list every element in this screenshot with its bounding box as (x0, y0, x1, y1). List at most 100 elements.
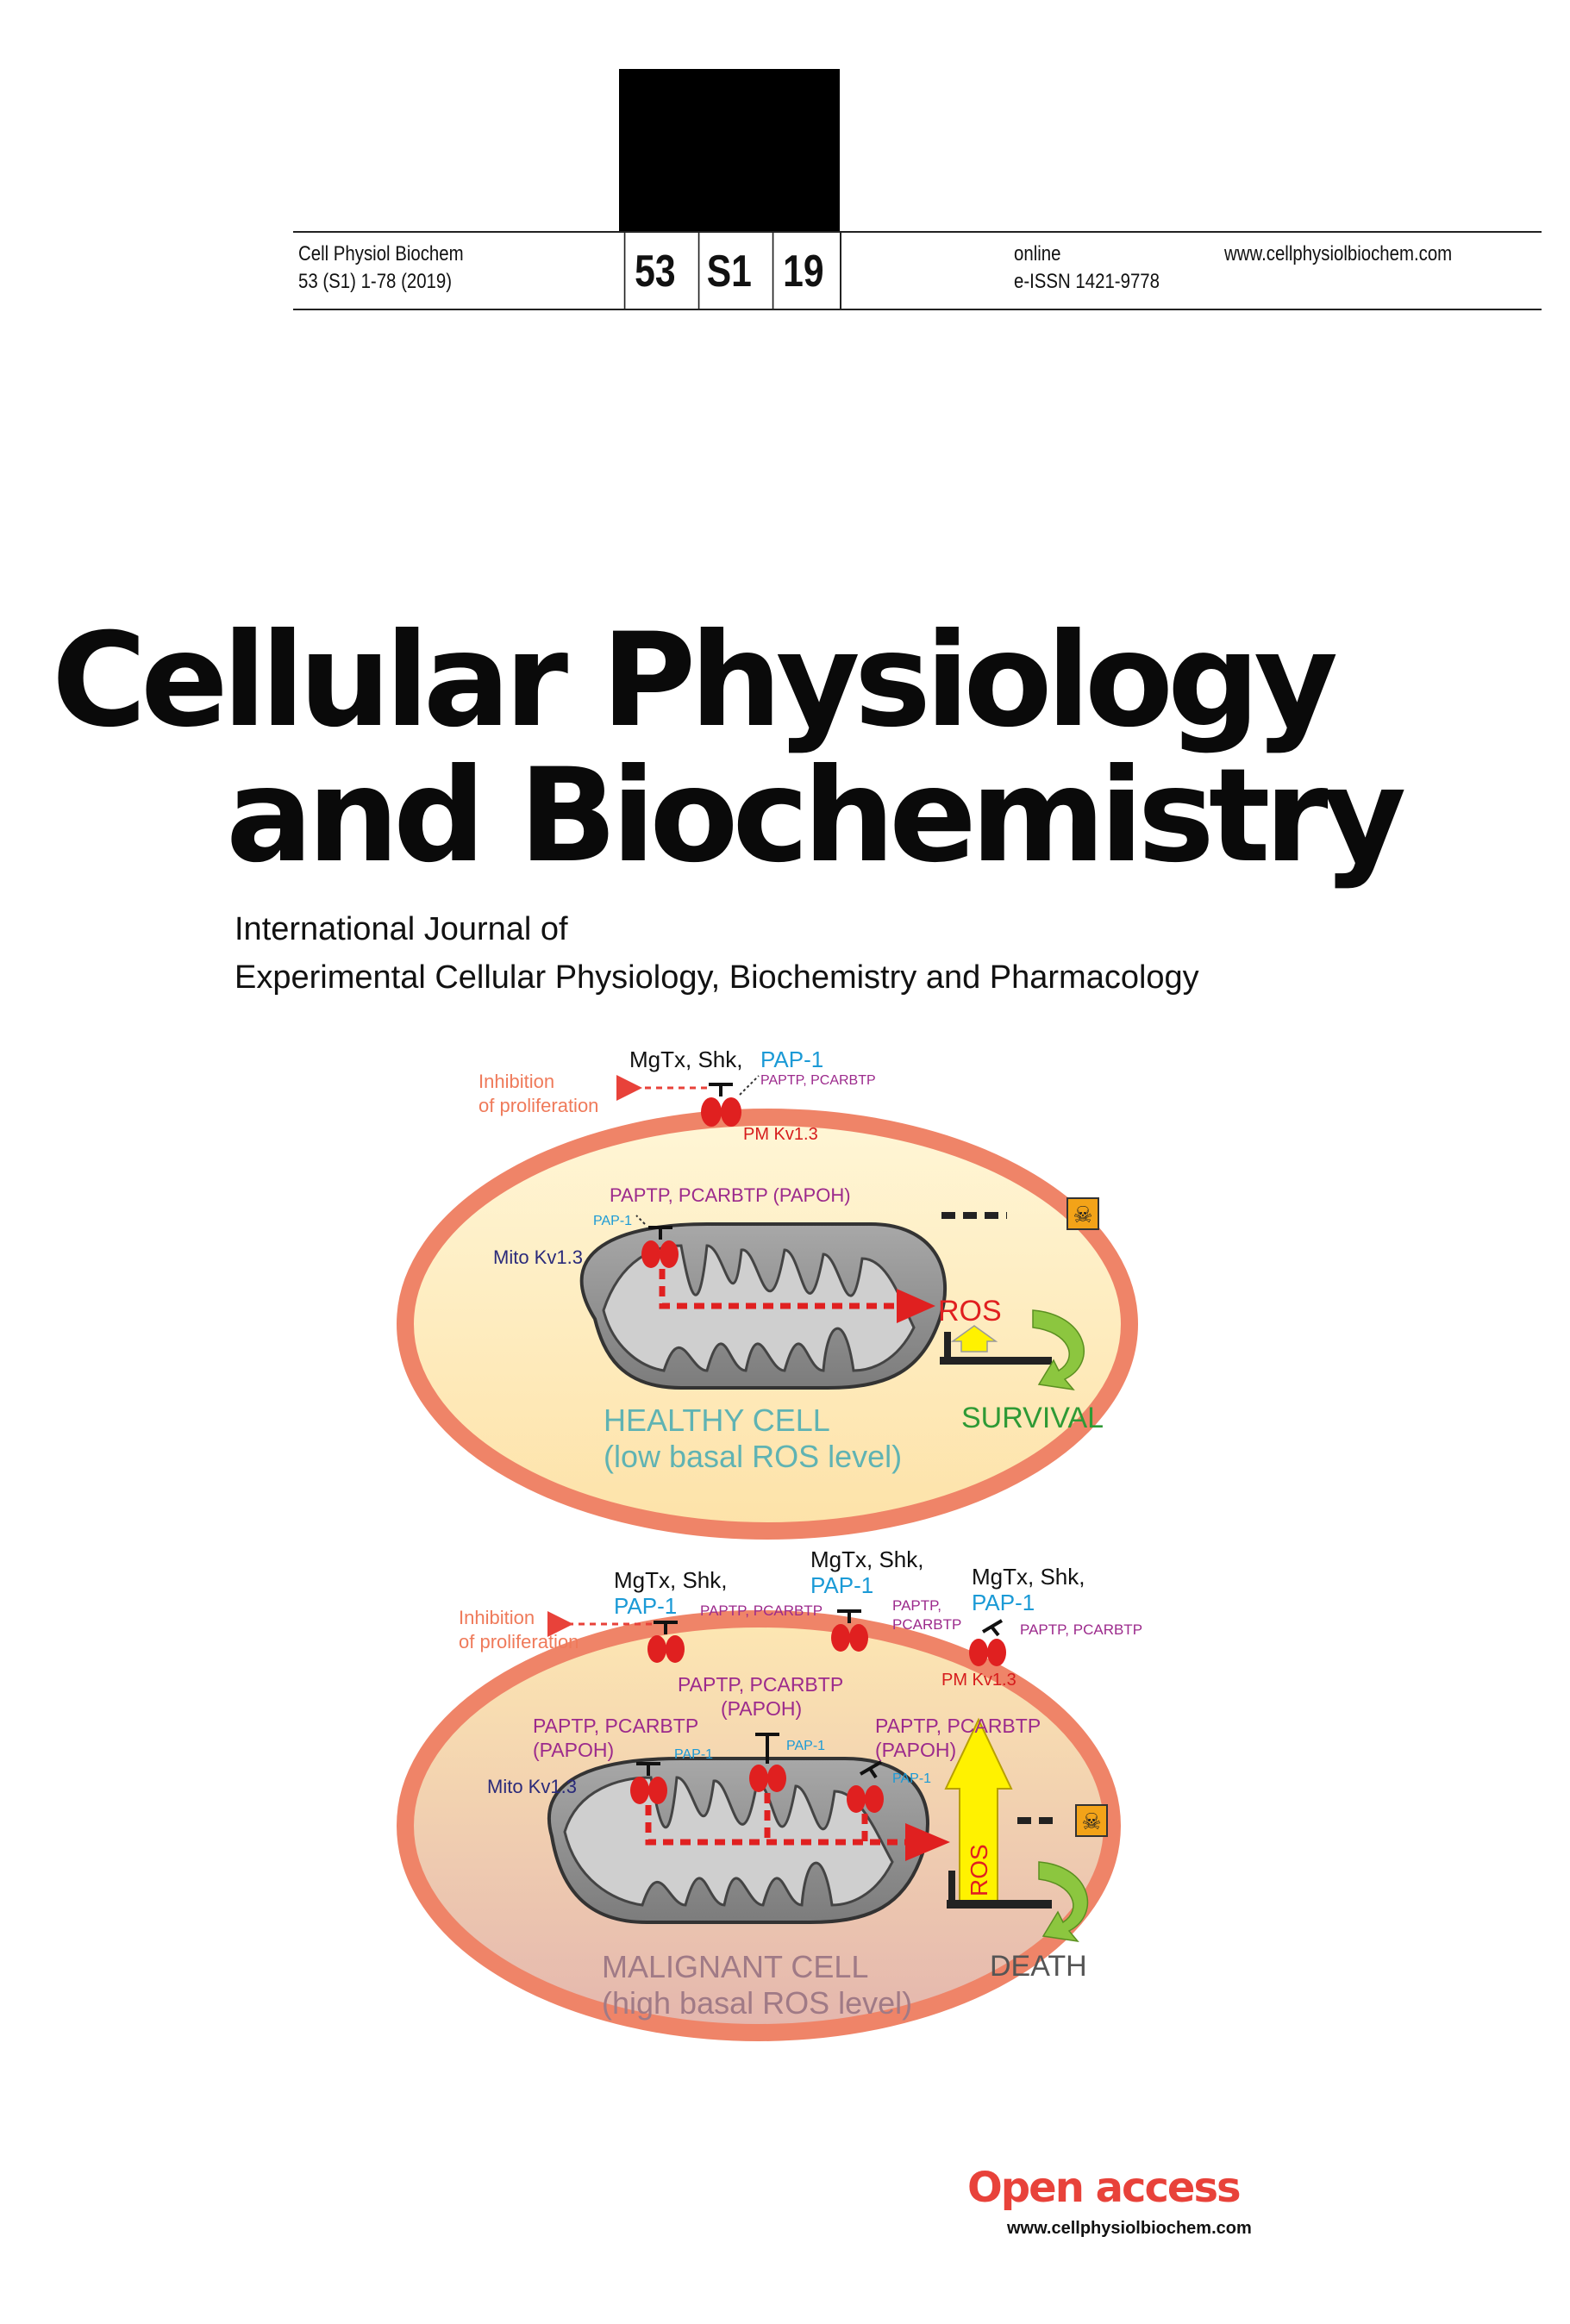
open-access-label: Open access (967, 2164, 1242, 2212)
malig-mito-channel-3a (847, 1785, 866, 1813)
malig-balance-bar (947, 1900, 1052, 1909)
healthy-cell-label2: (low basal ROS level) (604, 1439, 902, 1474)
healthy-pm-blocker (709, 1083, 733, 1096)
healthy-cell-label1: HEALTHY CELL (604, 1403, 830, 1438)
healthy-ros-path (659, 1269, 897, 1309)
malig-pm-channel-1a (647, 1635, 666, 1663)
journal-title-line1: Cellular Physiology (52, 606, 1338, 756)
malig-paptp-a: PAPTP, PCARBTP (700, 1602, 823, 1619)
malig-inhibitor3-line1: MgTx, Shk, (972, 1564, 1085, 1590)
healthy-ros-label: ROS (938, 1295, 1002, 1328)
issue-boxes: 53 S1 19 (617, 233, 841, 310)
malig-inhibitor1-line2: PAP-1 (614, 1593, 677, 1619)
malig-death-arrow (1038, 1861, 1089, 1943)
malig-mito-blocker-2 (755, 1733, 779, 1764)
malig-balance-stem (948, 1871, 955, 1902)
malig-pm-channel-3a (969, 1639, 988, 1666)
malig-mito-a1: PAPTP, PCARBTP (533, 1715, 698, 1737)
healthy-balance-stem (944, 1332, 951, 1358)
volume-info: 53 (S1) 1-78 (2019) (298, 270, 453, 293)
header-black-block (619, 69, 840, 231)
malig-pm-blocker-1 (654, 1621, 678, 1634)
subtitle-line1: International Journal of (235, 911, 568, 947)
healthy-mito-channel (641, 1240, 660, 1268)
malig-death-label: DEATH (990, 1950, 1087, 1983)
healthy-survival-label: SURVIVAL (961, 1402, 1104, 1434)
online-label: online (1014, 242, 1061, 266)
healthy-inhibition-line1: Inhibition (479, 1071, 554, 1092)
malig-mito-channel-3b (865, 1785, 884, 1813)
malig-mito-c1: PAPTP, PCARBTP (875, 1715, 1041, 1737)
malig-paptp-b1: PAPTP, (892, 1597, 941, 1614)
malig-paptp-c: PAPTP, PCARBTP (1020, 1621, 1142, 1638)
malig-toxic-icon (1075, 1804, 1108, 1837)
malig-pap1-c: PAP-1 (892, 1771, 931, 1786)
healthy-survival-arrow (1032, 1309, 1085, 1391)
malig-ros-label: ROS (966, 1844, 992, 1896)
issn-label: e-ISSN 1421-9778 (1014, 270, 1160, 293)
malig-mito-channel-2b (767, 1765, 786, 1792)
malig-pm-blocker-2 (837, 1609, 861, 1623)
box-volume: 53 (623, 233, 685, 310)
malig-mito-b1: PAPTP, PCARBTP (678, 1673, 843, 1696)
malig-mito-channel-1a (630, 1777, 649, 1804)
malig-inhibition-line2: of proliferation (459, 1631, 579, 1652)
malignant-cell: ☠ (397, 1609, 1121, 2041)
healthy-mito-dots (635, 1215, 646, 1225)
healthy-cell: ☠ (397, 1075, 1138, 1540)
malig-mito-channel-1b (648, 1777, 667, 1804)
malig-inhibitor2-line2: PAP-1 (810, 1572, 873, 1598)
malig-pap1-b: PAP-1 (786, 1739, 825, 1753)
header-bottom-rule (293, 309, 1542, 310)
malig-skull-glyph: ☠ (1081, 1809, 1101, 1834)
malig-mito-blocker-3 (859, 1760, 883, 1779)
box-year: 19 (772, 233, 834, 310)
malig-inhibition-line1: Inhibition (459, 1607, 535, 1628)
malig-ros-big-arrow (944, 1717, 1013, 1902)
malig-ros-path (645, 1793, 905, 1846)
healthy-ros-arrowhead (897, 1289, 935, 1323)
healthy-mito-channel-b (660, 1240, 679, 1268)
malig-pm-channel-2b (849, 1624, 868, 1652)
malig-mito-a2: (PAPOH) (533, 1739, 614, 1761)
malig-pm-kv: PM Kv1.3 (941, 1671, 1016, 1690)
healthy-skull-glyph: ☠ (1073, 1202, 1092, 1228)
journal-title-line2: and Biochemistry (226, 741, 1406, 891)
healthy-mito-blocker (648, 1226, 672, 1240)
healthy-pm-channel-b (721, 1097, 741, 1127)
malig-inhibitor3-line2: PAP-1 (972, 1590, 1035, 1615)
malig-ros-arrowhead (905, 1823, 950, 1861)
malig-mito-channel-2a (749, 1765, 768, 1792)
malig-mito-kv: Mito Kv1.3 (487, 1776, 577, 1797)
subtitle-line2: Experimental Cellular Physiology, Bioche… (235, 959, 1199, 996)
healthy-pm-channel (701, 1097, 722, 1127)
malig-cell-label1: MALIGNANT CELL (602, 1949, 868, 1984)
header-website[interactable]: www.cellphysiolbiochem.com (1224, 242, 1453, 266)
header-top-rule (293, 231, 1542, 233)
healthy-inhibition-line2: of proliferation (479, 1095, 598, 1116)
box-supplement: S1 (697, 233, 760, 310)
healthy-pm-dots (739, 1075, 760, 1096)
healthy-yellow-arrow (950, 1325, 998, 1353)
healthy-balance-bar (940, 1357, 1052, 1365)
healthy-paptp-small: PAPTP, PCARBTP (760, 1073, 876, 1088)
healthy-toxic-icon (1066, 1197, 1099, 1230)
malig-inhibitor2-line1: MgTx, Shk, (810, 1546, 923, 1572)
healthy-mito-kv: Mito Kv1.3 (493, 1246, 583, 1268)
healthy-inhibitor-top: MgTx, Shk, (629, 1046, 742, 1072)
healthy-mito-inhibitor: PAPTP, PCARBTP (PAPOH) (610, 1184, 851, 1206)
malig-mito-blocker-1 (636, 1762, 660, 1776)
malig-mito-b2: (PAPOH) (721, 1697, 802, 1720)
malig-pm-channel-1b (666, 1635, 685, 1663)
malig-paptp-b2: PCARBTP (892, 1616, 961, 1633)
malig-pm-channel-3b (987, 1639, 1006, 1666)
malig-cell-label2: (high basal ROS level) (602, 1985, 912, 2021)
malig-pm-blocker-3 (981, 1619, 1004, 1637)
malig-pm-channel-2a (831, 1624, 850, 1652)
healthy-pm-kv: PM Kv1.3 (743, 1125, 818, 1144)
footer-website[interactable]: www.cellphysiolbiochem.com (1007, 2219, 1252, 2238)
malig-mito-c2: (PAPOH) (875, 1739, 956, 1761)
malig-pap1-a: PAP-1 (674, 1747, 713, 1762)
journal-abbrev: Cell Physiol Biochem (298, 242, 464, 266)
